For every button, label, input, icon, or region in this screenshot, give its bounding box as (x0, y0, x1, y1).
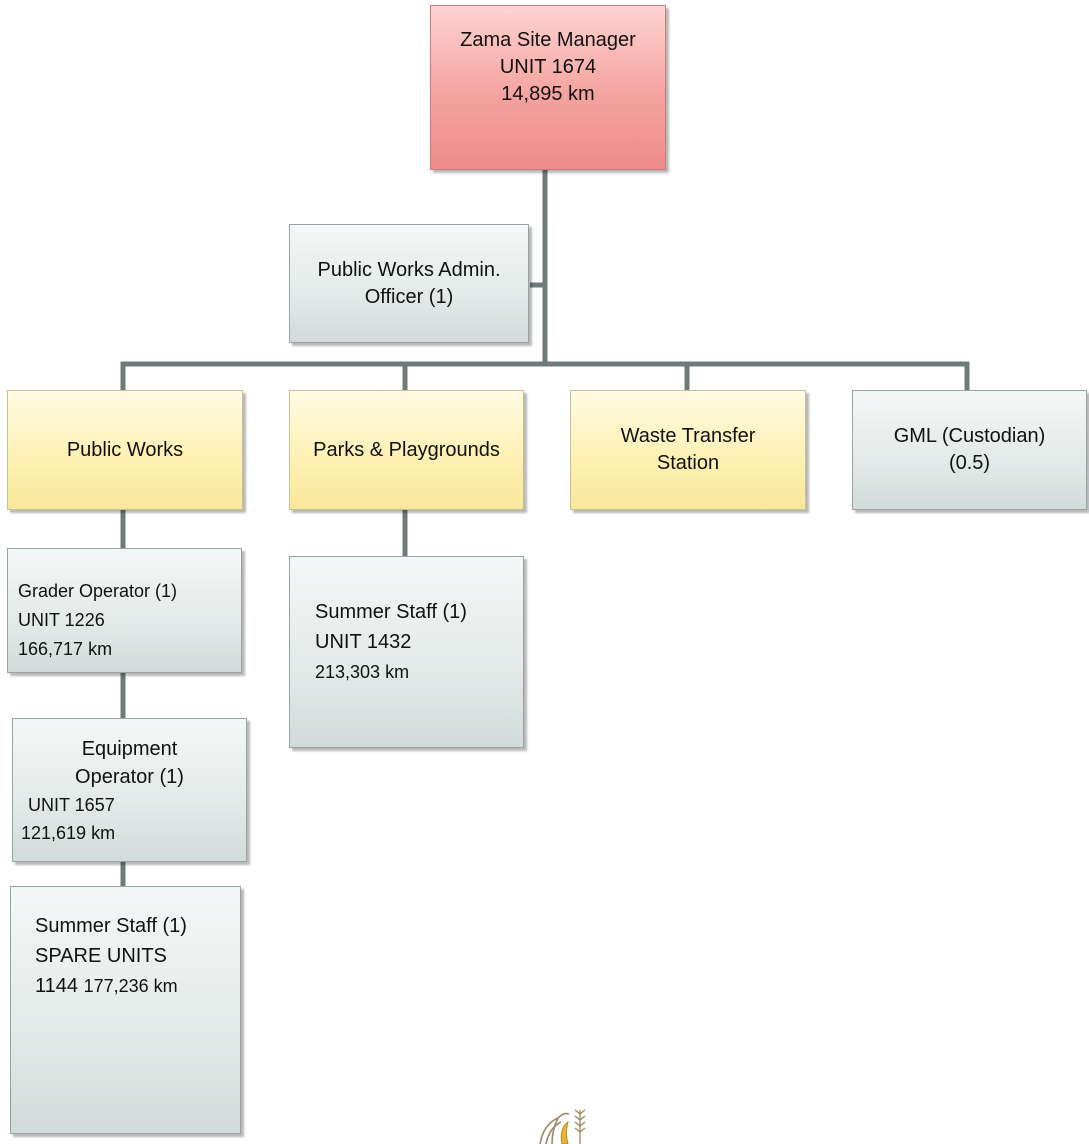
grader-unit: UNIT 1226 (18, 610, 105, 630)
zama-site-manager-box: Zama Site Manager UNIT 1674 14,895 km (430, 5, 666, 170)
gml-label-line1: GML (Custodian) (893, 425, 1046, 447)
grader-title: Grader Operator (1) (18, 581, 178, 601)
summer-pw-unit-km: 1144 177,236 km (35, 971, 240, 1001)
summer-pw-km: 177,236 km (83, 976, 178, 996)
gml-custodian-box: GML (Custodian) (0.5) (852, 390, 1087, 510)
summer-staff-parks-box: Summer Staff (1) UNIT 1432 213,303 km (289, 556, 524, 748)
equipment-km: 121,619 km (21, 823, 116, 843)
manager-title: Zama Site Manager (460, 29, 636, 51)
equipment-unit: UNIT 1657 (28, 795, 115, 815)
waste-transfer-label-line2: Station (656, 452, 720, 474)
summer-staff-spare-units-box: Summer Staff (1) SPARE UNITS 1144 177,23… (10, 886, 241, 1134)
parks-playgrounds-label: Parks & Playgrounds (313, 438, 500, 461)
summer-parks-unit: UNIT 1432 (315, 631, 412, 653)
summer-pw-title: Summer Staff (1) (35, 915, 187, 937)
summer-parks-km: 213,303 km (315, 662, 410, 682)
public-works-admin-officer-box: Public Works Admin. Officer (1) (289, 224, 529, 343)
manager-unit: UNIT 1674 (499, 56, 597, 78)
emblem-icon (539, 1109, 586, 1144)
summer-pw-unit: 1144 (35, 975, 79, 997)
admin-title-line2: Officer (1) (364, 285, 454, 308)
grader-operator-box: Grader Operator (1) UNIT 1226 166,717 km (7, 548, 242, 673)
public-works-label: Public Works (66, 438, 184, 461)
waste-transfer-label-line1: Waste Transfer (620, 425, 756, 447)
summer-pw-spare-units: SPARE UNITS (35, 945, 167, 967)
equipment-title-line2: Operator (1) (75, 766, 184, 788)
equipment-operator-box: Equipment Operator (1) UNIT 1657 121,619… (12, 718, 247, 862)
grader-km: 166,717 km (18, 639, 113, 659)
parks-playgrounds-box: Parks & Playgrounds (289, 390, 524, 510)
equipment-title-line1: Equipment (81, 738, 178, 760)
admin-title-line1: Public Works Admin. (317, 258, 501, 281)
waste-transfer-station-box: Waste Transfer Station (570, 390, 806, 510)
summer-parks-title: Summer Staff (1) (315, 601, 467, 623)
public-works-box: Public Works (7, 390, 243, 510)
manager-km: 14,895 km (501, 83, 595, 105)
gml-label-line2: (0.5) (948, 452, 991, 474)
